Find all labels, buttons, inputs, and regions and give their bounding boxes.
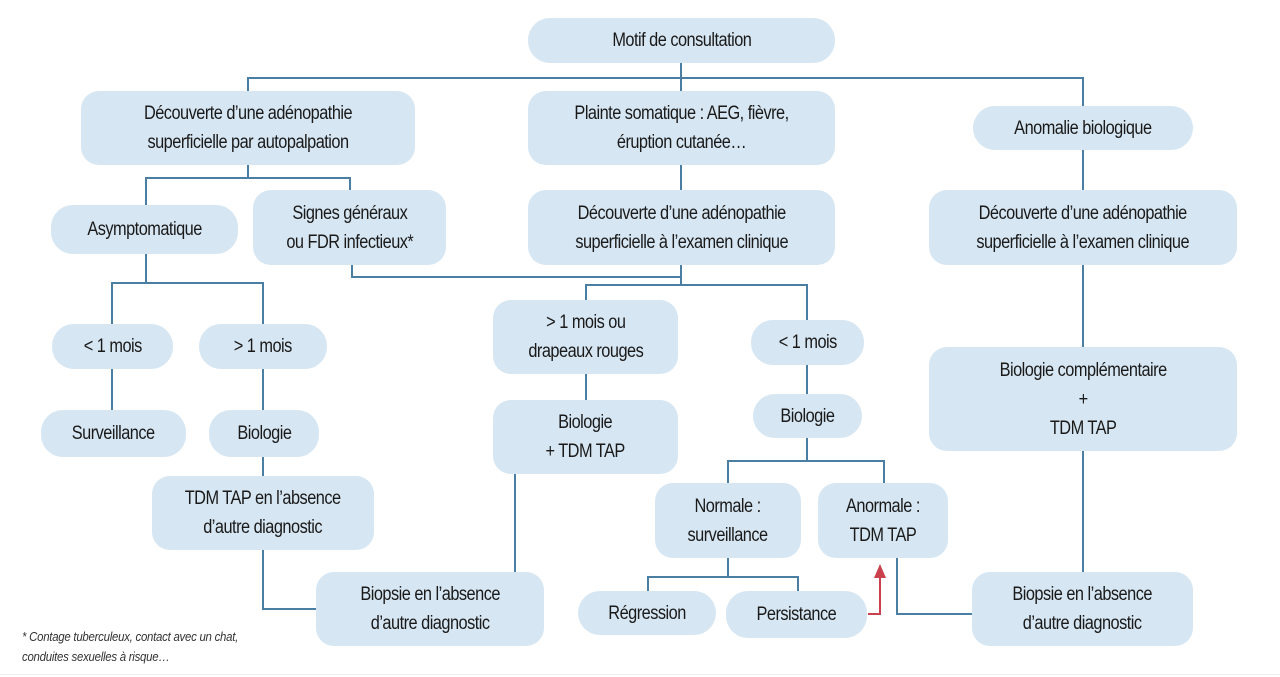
arrow-head-icon <box>874 564 886 578</box>
footnote: * Contage tuberculeux, contact avec un c… <box>22 629 239 664</box>
node-anormale: Anormale : TDM TAP <box>818 483 948 558</box>
node-biopsie-right: Biopsie en l’absence d’autre diagnostic <box>972 572 1193 646</box>
node-surveillance: Surveillance <box>41 410 186 457</box>
connector-signes-merge <box>351 265 682 285</box>
node-anomalie: Anomalie biologique <box>973 106 1193 150</box>
node-normale: Normale : surveillance <box>655 483 801 558</box>
connector-tdm-biopsie-left <box>262 550 316 610</box>
node-examen-right: Découverte d’une adénopathie superficiel… <box>929 190 1237 265</box>
node-autopalpation: Découverte d’une adénopathie superficiel… <box>81 91 415 165</box>
connector-biologie-split <box>727 438 885 483</box>
connector-anormale-biopsie-right <box>896 558 972 615</box>
node-biologie-center: Biologie <box>753 394 862 438</box>
node-signes: Signes généraux ou FDR infectieux* <box>253 190 446 265</box>
node-asymptomatique: Asymptomatique <box>51 205 238 254</box>
connector-asymptomatique-split <box>111 254 264 324</box>
node-regression: Régression <box>578 591 716 635</box>
node-examen-center: Découverte d’une adénopathie superficiel… <box>528 190 835 265</box>
node-motif: Motif de consultation <box>528 18 835 63</box>
arrow-persistance-anormale <box>868 576 881 615</box>
node-moins1-center: < 1 mois <box>751 320 864 365</box>
node-persistance: Persistance <box>726 591 867 638</box>
node-biologie-tdm: Biologie + TDM TAP <box>493 400 678 474</box>
node-plus1-drapeaux: > 1 mois ou drapeaux rouges <box>493 300 678 374</box>
node-bio-complementaire: Biologie complémentaire + TDM TAP <box>929 347 1237 451</box>
bottom-divider <box>0 674 1280 675</box>
node-plus1-left: > 1 mois <box>199 324 327 369</box>
node-moins1-left: < 1 mois <box>52 324 173 369</box>
node-tdm-absence: TDM TAP en l’absence d’autre diagnostic <box>152 476 374 550</box>
connector-normale-split <box>647 558 799 591</box>
node-biopsie-left: Biopsie en l’absence d’autre diagnostic <box>316 572 544 646</box>
node-biologie-left: Biologie <box>209 410 319 457</box>
node-plainte: Plainte somatique : AEG, fièvre, éruptio… <box>528 91 835 165</box>
